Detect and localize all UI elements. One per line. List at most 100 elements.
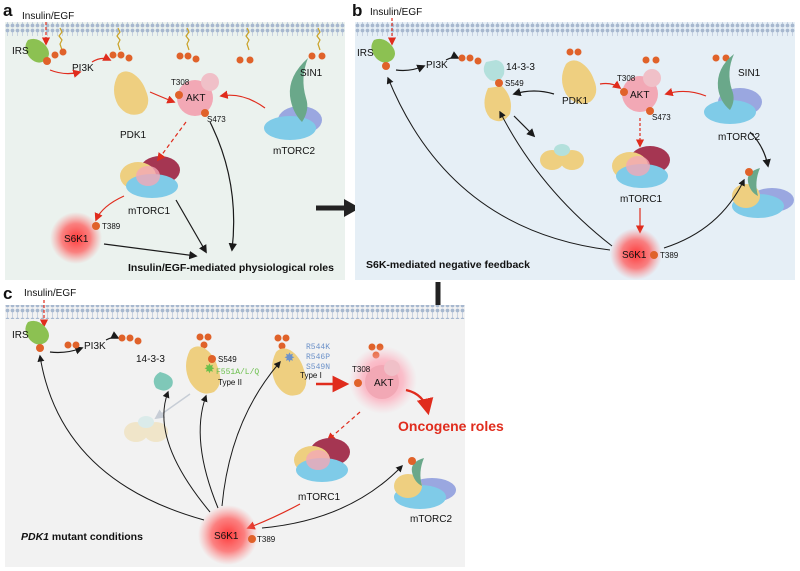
panel-a-mtorc1: mTORC1 (120, 156, 180, 217)
panel-a-arrow-pdk1-akt (149, 91, 176, 104)
panel-b-feedback-to-mtorc2 (663, 178, 745, 249)
panel-c-mtorc2-label: mTORC2 (410, 514, 452, 525)
panel-b-arrow-pdk1-to-1433 (512, 88, 555, 97)
panel-b-sin1-label: SIN1 (738, 68, 761, 79)
panel-b-s549-phospho (495, 79, 503, 87)
panel-c-type1-mutation-b: R546P (306, 353, 330, 362)
panel-c-faded-arrow (154, 393, 191, 420)
panel-a-irs-phospho (43, 57, 51, 65)
panel-c-mtorc1: mTORC1 (294, 438, 350, 503)
panel-c-type2-label: Type II (218, 378, 242, 387)
panel-c-feedback-to-mtorc2 (261, 464, 403, 529)
panel-b-arrow-pdk1-akt (599, 80, 622, 90)
panel-b-stimulus: Insulin/EGF (370, 7, 422, 18)
panel-b-s6k1: S6K1 (610, 228, 662, 280)
panel-c-type2-mutation-label: F551A/L/Q (216, 368, 259, 377)
panel-a-pdk1: PDK1 (114, 71, 149, 141)
panel-a-mtorc2-label: mTORC2 (273, 146, 315, 157)
panel-a-s473-label: S473 (207, 115, 226, 124)
panel-b-mtorc2-inactive (732, 168, 794, 218)
panel-b-membrane (355, 22, 795, 36)
panel-a-arrow-akt-mtorc1 (157, 121, 187, 162)
panel-c-pi3k-label: PI3K (84, 341, 106, 352)
panel-c-s6k1-label: S6K1 (214, 531, 239, 542)
panel-b-pi3k-label: PI3K (426, 60, 448, 71)
panel-a-membrane (5, 22, 345, 36)
panel-b-pdk1-dimer (540, 144, 584, 170)
panel-a-akt-t308-phospho (175, 91, 183, 99)
panel-b-letter: b (352, 1, 362, 20)
panel-a-letter: a (3, 1, 13, 20)
panel-b-irs: IRS (357, 38, 395, 63)
panel-c-feedback-to-type1 (221, 360, 281, 507)
panel-b-14-3-3: 14-3-3 (483, 60, 535, 82)
panel-a-mtorc2: SIN1 mTORC2 (264, 58, 323, 157)
panel-b-akt-t308-phospho (620, 88, 628, 96)
panel-c-stimulus: Insulin/EGF (24, 288, 76, 299)
panel-a-receptor-1 (58, 27, 63, 51)
panel-a-akt-label: AKT (186, 93, 205, 104)
panel-a-arrow-mtorc1-roles (175, 199, 207, 254)
panel-b-akt-s473-phospho (646, 107, 654, 115)
panel-c-irs-label: IRS (12, 330, 29, 341)
panel-a-arrow-akt-roles (209, 121, 237, 252)
panel-c-arrow-akt-oncogene (405, 388, 434, 416)
panel-a-akt-s473-phospho (201, 109, 209, 117)
panel-b-mtorc2: SIN1 mTORC2 (704, 54, 762, 143)
panel-a-arrow-mtorc2-akt (219, 90, 266, 109)
panel-a-caption: Insulin/EGF-mediated physiological roles (128, 262, 334, 274)
panel-a-stimulus: Insulin/EGF (22, 11, 74, 22)
panel-b-feedback-to-pdk1 (499, 110, 613, 247)
panel-b-arrow-pi3k-pip (445, 51, 460, 61)
panel-b-s6k1-phospho (650, 251, 658, 259)
panel-b-arrow-mtorc2-to-inactive (749, 131, 771, 168)
panel-a-mtorc1-label: mTORC1 (128, 206, 170, 217)
panel-b-mtorc1-label: mTORC1 (620, 194, 662, 205)
panel-b-1433-label: 14-3-3 (506, 62, 535, 73)
arrow-a-to-b-head (344, 199, 360, 217)
panel-c-type1-label: Type I (300, 371, 322, 380)
panel-c-s549-phospho (208, 355, 216, 363)
panel-a-s6k1: S6K1 (50, 212, 102, 264)
panel-c-akt-t308-phospho (354, 379, 362, 387)
panel-b-caption: S6K-mediated negative feedback (366, 259, 530, 271)
panel-a-arrow-s6k1-roles (103, 243, 198, 260)
panel-c-s549-label: S549 (218, 355, 237, 364)
panel-b-s6k1-label: S6K1 (622, 250, 647, 261)
panel-b-akt-label: AKT (630, 90, 649, 101)
panel-b: b Insulin/EGF IRS PI3K 14-3-3 S549 (352, 1, 795, 280)
panel-b-arrow-irs-pi3k (395, 64, 426, 73)
panel-c-mtorc1-label: mTORC1 (298, 492, 340, 503)
panel-c-caption-gene: PDK1 (21, 531, 49, 543)
panel-c-akt-label: AKT (374, 378, 393, 389)
panel-b-t308-label: T308 (617, 74, 636, 83)
panel-c-akt: AKT (349, 346, 417, 414)
panel-c-type1-mutation-c: S549N (306, 363, 330, 372)
panel-a-akt: AKT (177, 73, 219, 116)
panel-a-receptor-3 (185, 27, 190, 51)
panel-c-type1-mutation-icon: ✸ (284, 350, 295, 365)
panel-c-t389-label: T389 (257, 535, 276, 544)
panel-a-t308-label: T308 (171, 78, 190, 87)
panel-c-caption: PDK1 mutant conditions (21, 531, 143, 543)
panel-b-irs-label: IRS (357, 48, 374, 59)
panel-c-1433-label: 14-3-3 (136, 354, 165, 365)
panel-a-arrow-irs-pi3k (49, 69, 82, 78)
panel-a-pdk1-label: PDK1 (120, 130, 147, 141)
panel-c-caption-rest: mutant conditions (49, 531, 143, 543)
panel-c-mtorc2: mTORC2 (394, 458, 456, 525)
panel-a-s6k1-label: S6K1 (64, 234, 89, 245)
panel-c-arrow-irs-pi3k (49, 346, 84, 355)
panel-c-irs-phospho (36, 344, 44, 352)
panel-b-t389-label: T389 (660, 251, 679, 260)
panel-c-s6k1: S6K1 (198, 505, 258, 565)
panel-c-mtorc2-phospho (408, 457, 416, 465)
panel-c-letter: c (3, 284, 12, 303)
panel-a-irs: IRS (12, 38, 49, 63)
panel-a-s6k1-phospho (92, 222, 100, 230)
panel-c-oncogene-label: Oncogene roles (398, 418, 504, 434)
panel-b-irs-phospho (382, 62, 390, 70)
panel-c-feedback-to-type2 (199, 394, 219, 509)
panel-a-irs-label: IRS (12, 46, 29, 57)
